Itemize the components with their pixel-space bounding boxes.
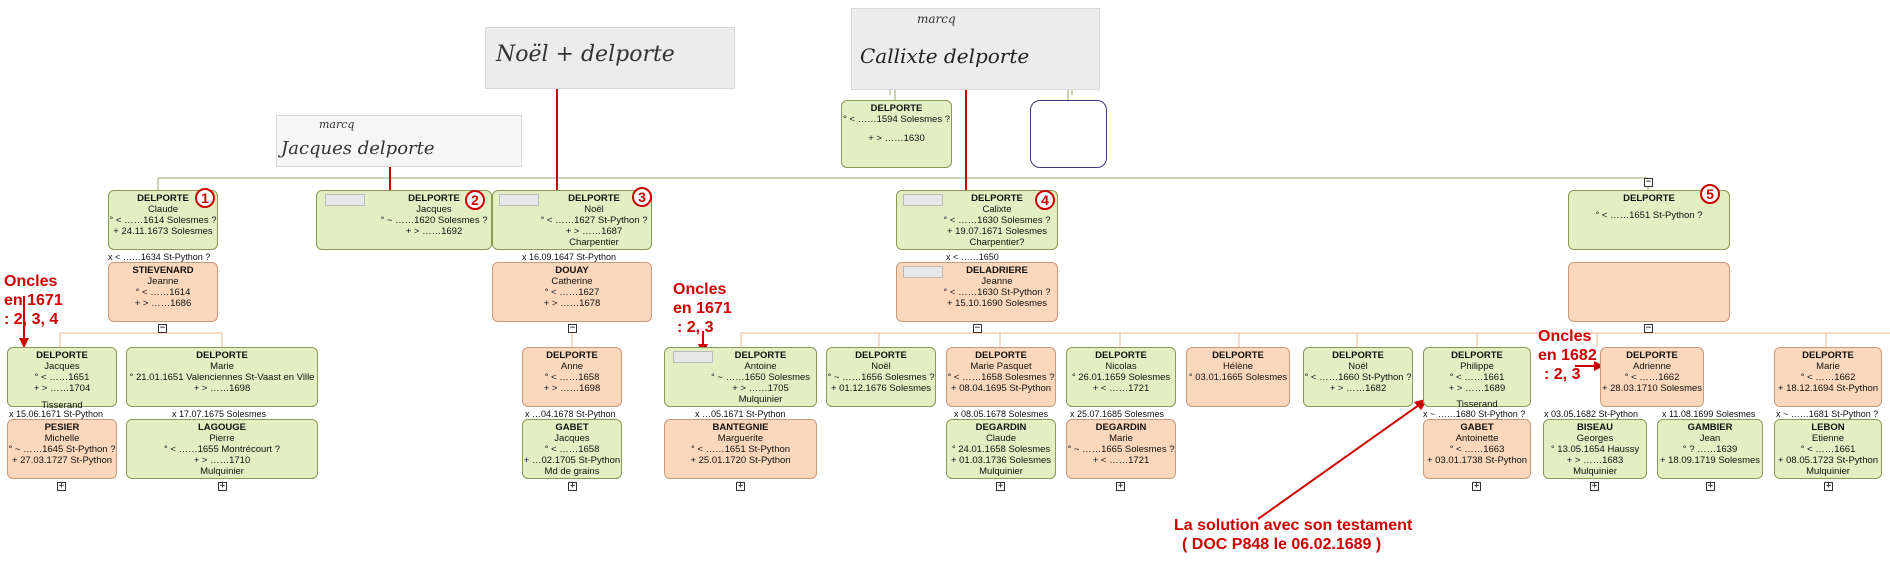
marriage-marie1: x 17.07.1675 Solesmes	[172, 409, 267, 419]
person-box-empty[interactable]	[1030, 100, 1107, 168]
marriage-noel: x 16.09.1647 St-Python	[522, 252, 617, 262]
expand-toggle-lebon[interactable]: +	[1824, 481, 1833, 491]
thumbnail-icon	[499, 194, 539, 206]
badge-5: 5	[1700, 184, 1720, 204]
marriage-adrienne2: x 11.08.1699 Solesmes	[1662, 409, 1756, 419]
marriage-anne: x …04.1678 St-Python	[525, 409, 616, 419]
marriage-adrienne1: x 03.05.1682 St-Python	[1544, 409, 1639, 419]
expand-toggle-gambier[interactable]: +	[1706, 481, 1715, 491]
marriage-philippe: x ~ ……1680 St-Python ?	[1423, 409, 1526, 419]
thumbnail-icon	[903, 266, 943, 278]
badge-2: 2	[465, 190, 485, 210]
expand-toggle-jacques2[interactable]: +	[57, 481, 66, 491]
marriage-calixte: x < ……1650	[946, 252, 999, 262]
marriage-marie3: x ~ ……1681 St-Python ?	[1776, 409, 1879, 419]
person-box-root[interactable]: DELPORTE° < ……1594 Solesmes ?+ > ……1630	[841, 100, 952, 168]
expand-toggle-biseau[interactable]: +	[1590, 481, 1599, 491]
marriage-antoine: x …05.1671 St-Python	[695, 409, 786, 419]
collapse-toggle-d5[interactable]: −	[1644, 323, 1653, 333]
badge-4: 4	[1035, 190, 1055, 210]
expand-toggle-marie1[interactable]: +	[218, 481, 227, 491]
person-box-d5-spouse[interactable]	[1568, 262, 1730, 322]
annotation-solution: La solution avec son testament( DOC P848…	[1174, 517, 1413, 553]
thumbnail-icon	[673, 351, 713, 363]
badge-1: 1	[195, 188, 215, 208]
expand-toggle-philippe[interactable]: +	[1472, 481, 1481, 491]
marriage-jacques2: x 15.06.1671 St-Python	[9, 409, 104, 419]
expand-toggle-antoine[interactable]: +	[736, 481, 745, 491]
expand-toggle-mariepasquet[interactable]: +	[996, 481, 1005, 491]
marriage-nicolas: x 25.07.1685 Solesmes	[1070, 409, 1165, 419]
marriage-mariepasquet: x 08.05.1678 Solesmes	[954, 409, 1049, 419]
marriage-claude: x < ……1634 St-Python ?	[108, 252, 211, 262]
collapse-toggle-claude[interactable]: −	[158, 323, 167, 333]
expand-toggle-anne[interactable]: +	[568, 481, 577, 491]
badge-3: 3	[632, 187, 652, 207]
collapse-toggle-calixte[interactable]: −	[973, 323, 982, 333]
collapse-toggle-noel[interactable]: −	[568, 323, 577, 333]
thumbnail-icon	[325, 194, 365, 206]
signature-noel: Noël + delporte	[485, 27, 735, 89]
expand-toggle-nicolas[interactable]: +	[1116, 481, 1125, 491]
thumbnail-icon	[903, 194, 943, 206]
collapse-toggle-d5-top[interactable]: −	[1644, 177, 1653, 187]
